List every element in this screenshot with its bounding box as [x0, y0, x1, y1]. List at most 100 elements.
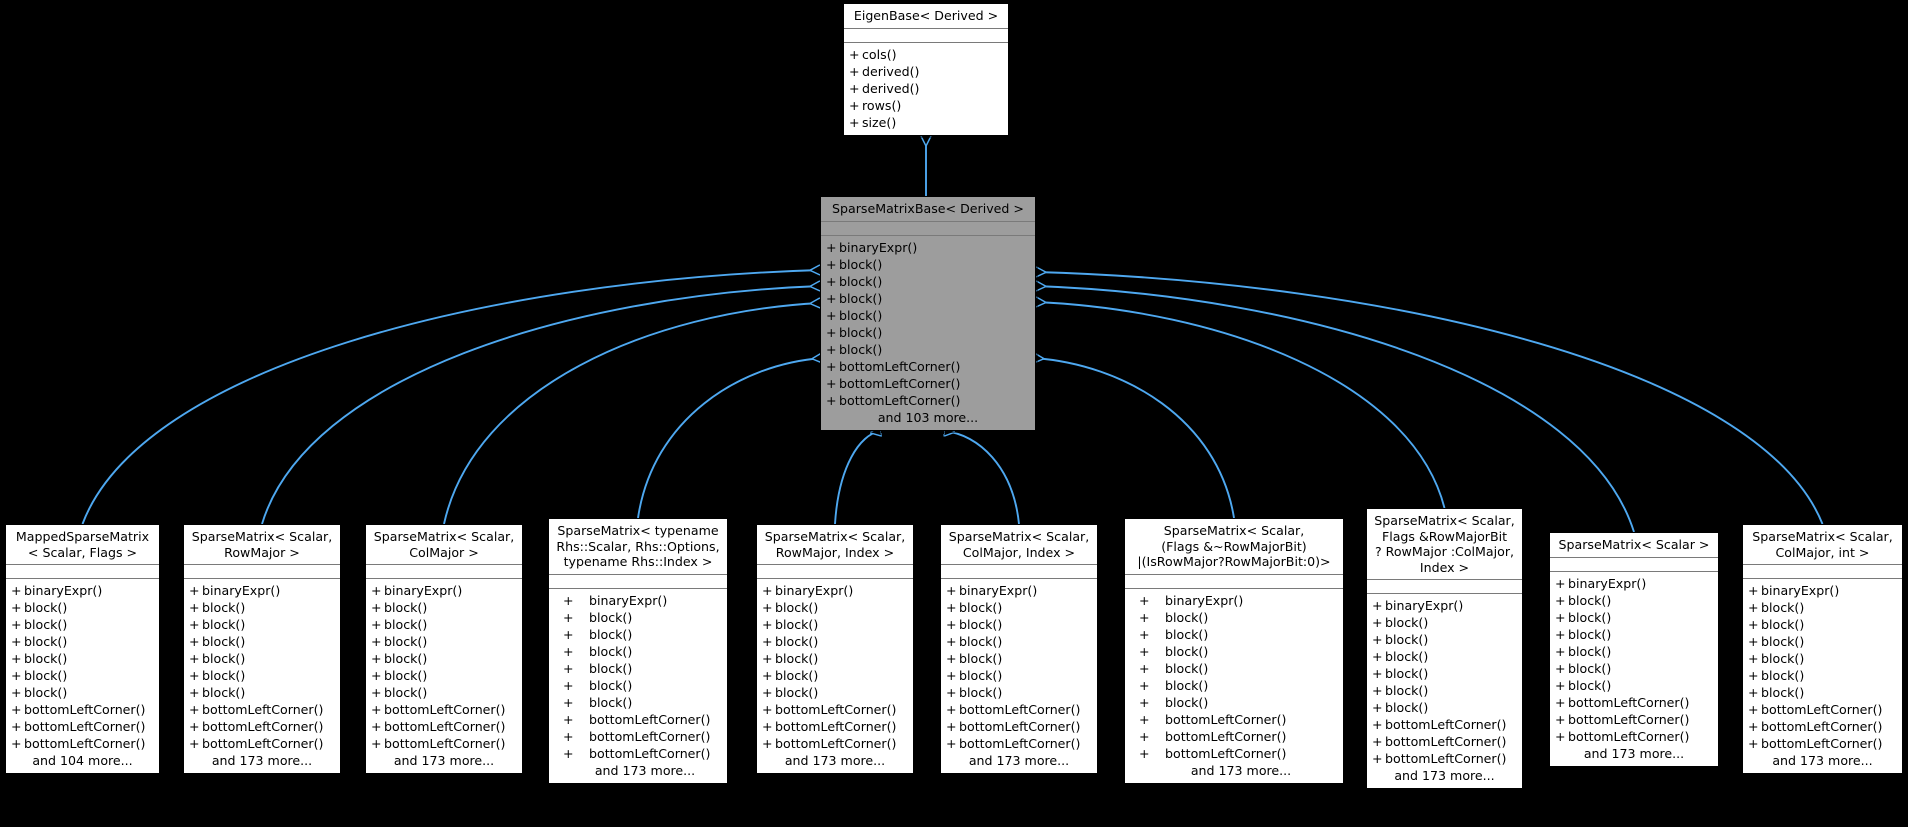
class-operation: +bottomLeftCorner()	[1743, 701, 1902, 718]
operation-label: derived()	[862, 80, 920, 96]
visibility-public-icon: +	[1372, 666, 1383, 681]
class-operation: +block()	[1743, 599, 1902, 616]
operation-label: bottomLeftCorner()	[1568, 728, 1690, 744]
class-operation: +binaryExpr()	[1743, 582, 1902, 599]
class-node-eigenbase[interactable]: EigenBase< Derived >+cols()+derived()+de…	[843, 3, 1009, 136]
operation-label: block()	[384, 668, 428, 683]
visibility-public-icon: +	[762, 651, 773, 666]
operation-label: block()	[1165, 643, 1209, 659]
class-operation: +bottomLeftCorner()	[184, 701, 340, 718]
class-node-sm-flags-rowmajorbit-index[interactable]: SparseMatrix< Scalar, Flags &RowMajorBit…	[1366, 508, 1523, 789]
operation-label: block()	[24, 651, 68, 666]
operation-label: binaryExpr()	[589, 592, 668, 608]
operations-more-label: and 173 more...	[1772, 753, 1873, 768]
visibility-public-icon: +	[946, 583, 957, 598]
class-operation: +bottomLeftCorner()	[1743, 735, 1902, 752]
class-node-title: SparseMatrixBase< Derived >	[821, 197, 1035, 222]
class-operation: +block()	[941, 684, 1097, 701]
class-operation: +block()	[549, 626, 727, 643]
operation-label: block()	[1761, 668, 1805, 683]
class-node-sm-scalar-colmajor-index[interactable]: SparseMatrix< Scalar, ColMajor, Index >+…	[940, 524, 1098, 774]
visibility-public-icon: +	[1139, 677, 1150, 693]
class-operation: +bottomLeftCorner()	[1125, 728, 1343, 745]
operation-label: block()	[384, 617, 428, 632]
class-node-sm-scalar-colmajor[interactable]: SparseMatrix< Scalar, ColMajor >+binaryE…	[365, 524, 523, 774]
operation-label: binaryExpr()	[839, 239, 918, 255]
operations-more-label: and 173 more...	[1583, 745, 1685, 761]
operation-label: bottomLeftCorner()	[1385, 717, 1507, 732]
class-operation: +block()	[366, 599, 522, 616]
class-operation: +block()	[1550, 609, 1718, 626]
operation-label: block()	[775, 634, 819, 649]
class-operation: + block()	[1125, 694, 1343, 711]
class-node-title: SparseMatrix< Scalar >	[1550, 533, 1718, 558]
visibility-public-icon: +	[563, 677, 574, 693]
visibility-public-icon: +	[189, 719, 200, 734]
operation-label: block()	[1568, 643, 1612, 659]
operation-label: bottomLeftCorner()	[1568, 711, 1690, 727]
operation-label: block()	[589, 694, 633, 710]
class-node-sparsematrixbase[interactable]: SparseMatrixBase< Derived > + binaryExpr()…	[820, 196, 1036, 431]
visibility-public-icon: +	[1139, 626, 1150, 642]
class-operation: +block()	[1743, 650, 1902, 667]
visibility-public-icon: +	[849, 114, 860, 130]
class-operation: +bottomLeftCorner()	[1125, 711, 1343, 728]
class-operation: +binaryExpr()	[184, 582, 340, 599]
class-node-sm-flags-rowmajorbit[interactable]: SparseMatrix< Scalar, (Flags &~RowMajorB…	[1124, 518, 1344, 784]
visibility-public-icon: +	[1372, 598, 1383, 613]
operation-label: block()	[1761, 617, 1805, 632]
visibility-public-icon: +	[1139, 694, 1150, 710]
class-node-operations: +binaryExpr()+block()+block()+block()+bl…	[366, 579, 522, 773]
class-operation: +block()	[6, 616, 159, 633]
operation-label: block()	[1761, 651, 1805, 666]
visibility-public-icon: +	[826, 324, 837, 340]
class-operation: +block()	[6, 684, 159, 701]
class-node-mappedsparsematrix[interactable]: MappedSparseMatrix < Scalar, Flags >+bin…	[5, 524, 160, 774]
class-node-sm-scalar-rowmajor[interactable]: SparseMatrix< Scalar, RowMajor >+binaryE…	[183, 524, 341, 774]
operation-label: block()	[839, 256, 883, 272]
class-node-attributes	[757, 565, 913, 579]
operation-label: bottomLeftCorner()	[775, 719, 897, 734]
visibility-public-icon: +	[1372, 632, 1383, 647]
visibility-public-icon: +	[1372, 649, 1383, 664]
class-operation: +block()	[757, 650, 913, 667]
visibility-public-icon: +	[946, 719, 957, 734]
visibility-public-icon: +	[826, 392, 837, 408]
class-operation: +bottomLeftCorner()	[549, 711, 727, 728]
inheritance-edge-sm-scalar-colmajor-index	[945, 431, 1020, 525]
visibility-public-icon: +	[1748, 617, 1759, 632]
operation-label: block()	[1385, 632, 1429, 647]
class-node-operations: +binaryExpr()+block()+block()+block()+bl…	[1550, 572, 1718, 766]
class-operation: +bottomLeftCorner()	[6, 735, 159, 752]
inheritance-edge-sm-scalar-colmajor	[443, 303, 820, 525]
visibility-public-icon: +	[371, 583, 382, 598]
operation-label: block()	[1385, 649, 1429, 664]
operation-label: block()	[959, 651, 1003, 666]
visibility-public-icon: +	[762, 685, 773, 700]
operation-label: block()	[1385, 683, 1429, 698]
operation-label: block()	[1165, 694, 1209, 710]
class-node-attributes	[184, 565, 340, 579]
class-operation: +block()	[366, 667, 522, 684]
visibility-public-icon: +	[849, 46, 860, 62]
operation-label: bottomLeftCorner()	[1761, 736, 1883, 751]
class-operation: +block()	[941, 616, 1097, 633]
visibility-public-icon: +	[1139, 643, 1150, 659]
class-operation: +binaryExpr()	[6, 582, 159, 599]
class-operation: +block()	[1367, 648, 1522, 665]
operation-label: block()	[959, 617, 1003, 632]
class-node-sm-scalar[interactable]: SparseMatrix< Scalar >+binaryExpr()+bloc…	[1549, 532, 1719, 767]
class-operation: +block()	[821, 256, 1035, 273]
visibility-public-icon: +	[371, 702, 382, 717]
visibility-public-icon: +	[946, 617, 957, 632]
class-node-sm-rhs[interactable]: SparseMatrix< typename Rhs::Scalar, Rhs:…	[548, 518, 728, 784]
class-node-sm-scalar-colmajor-int[interactable]: SparseMatrix< Scalar, ColMajor, int >+bi…	[1742, 524, 1903, 774]
class-operation: +size()	[844, 114, 1008, 131]
visibility-public-icon: +	[1748, 583, 1759, 598]
visibility-public-icon: +	[1372, 751, 1383, 766]
class-node-sm-scalar-rowmajor-index[interactable]: SparseMatrix< Scalar, RowMajor, Index >+…	[756, 524, 914, 774]
operation-label: bottomLeftCorner()	[1165, 745, 1287, 761]
operation-label: bottomLeftCorner()	[839, 375, 961, 391]
visibility-public-icon: +	[762, 668, 773, 683]
visibility-public-icon: +	[11, 651, 22, 666]
